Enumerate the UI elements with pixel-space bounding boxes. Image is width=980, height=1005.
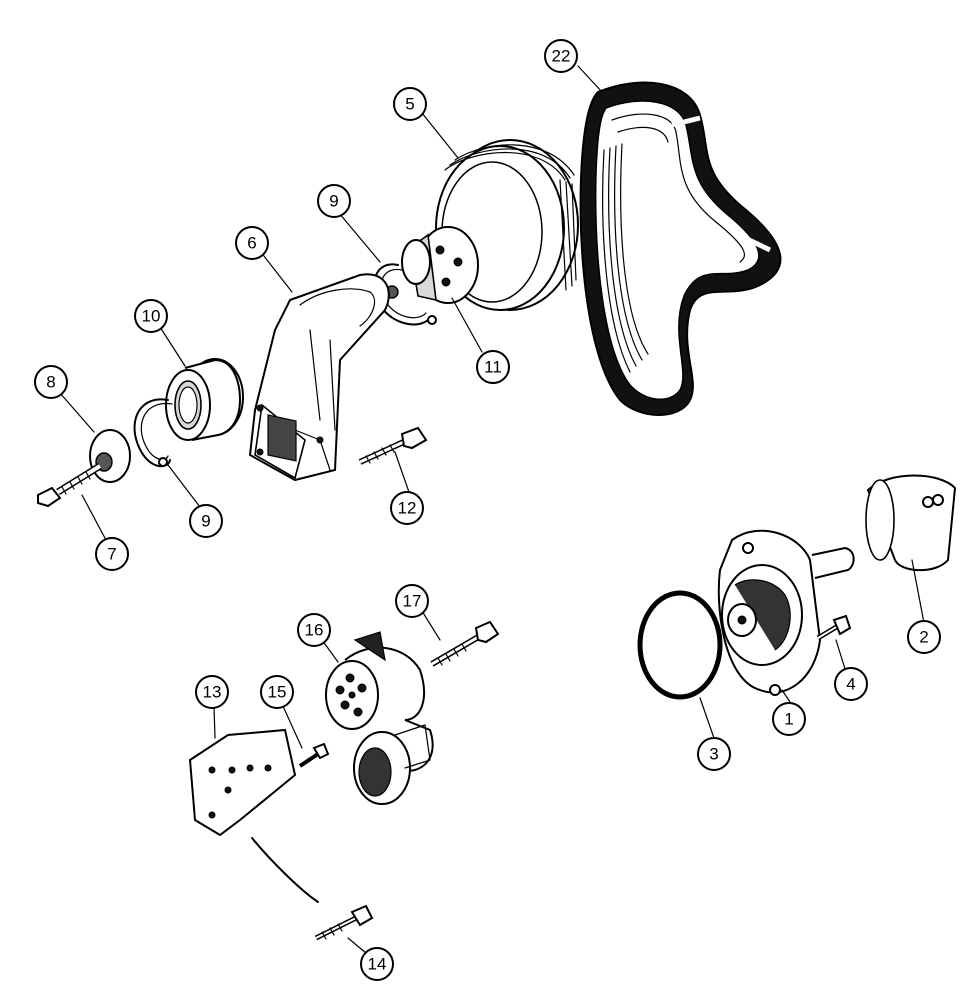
svg-text:10: 10 — [142, 307, 161, 326]
plate-bolt — [251, 837, 374, 941]
callout-22: 22 — [544, 39, 578, 73]
callout-9: 9 — [317, 184, 351, 218]
svg-text:22: 22 — [552, 47, 571, 66]
callout-5: 5 — [393, 87, 427, 121]
callout-13: 13 — [195, 675, 229, 709]
drive-belt — [579, 81, 782, 416]
callout-17: 17 — [395, 584, 429, 618]
callout-11: 11 — [476, 350, 510, 384]
callout-16: 16 — [297, 613, 331, 647]
callout-1: 1 — [772, 702, 806, 736]
svg-text:9: 9 — [329, 192, 338, 211]
svg-text:8: 8 — [46, 373, 55, 392]
belt-tensioner — [325, 631, 434, 805]
callouts: 22 5 9 6 10 11 8 12 9 7 2 17 16 4 13 15 … — [34, 39, 941, 981]
svg-text:4: 4 — [846, 675, 855, 694]
callout-8: 8 — [34, 365, 68, 399]
callout-14: 14 — [360, 947, 394, 981]
svg-text:6: 6 — [247, 234, 256, 253]
svg-text:16: 16 — [305, 621, 324, 640]
callout-15: 15 — [260, 675, 294, 709]
callout-2: 2 — [907, 620, 941, 654]
callout-6: 6 — [235, 226, 269, 260]
svg-text:3: 3 — [709, 745, 718, 764]
snap-ring-lower — [133, 398, 173, 468]
sleeve — [865, 474, 957, 572]
svg-text:7: 7 — [107, 545, 116, 564]
callout-7: 7 — [95, 537, 129, 571]
o-ring — [637, 590, 723, 700]
svg-text:9: 9 — [201, 512, 210, 531]
svg-text:12: 12 — [398, 499, 417, 518]
washer — [89, 429, 131, 483]
svg-text:11: 11 — [484, 358, 502, 377]
svg-text:2: 2 — [919, 628, 928, 647]
callout-4: 4 — [834, 667, 868, 701]
svg-text:14: 14 — [368, 955, 387, 974]
callout-12: 12 — [390, 491, 424, 525]
bearing — [165, 358, 244, 441]
svg-text:15: 15 — [268, 683, 287, 702]
pump-screw — [816, 614, 852, 641]
callout-9: 9 — [189, 504, 223, 538]
svg-text:17: 17 — [403, 592, 422, 611]
svg-text:13: 13 — [203, 683, 222, 702]
callout-10: 10 — [134, 299, 168, 333]
svg-text:5: 5 — [405, 95, 414, 114]
callout-3: 3 — [697, 737, 731, 771]
water-pump — [717, 529, 855, 696]
pulley-hub — [401, 226, 479, 304]
mounting-plate — [188, 728, 297, 837]
idler-bracket — [248, 273, 390, 482]
bracket-bolt — [358, 426, 428, 465]
svg-text:1: 1 — [784, 710, 793, 729]
plate-screw — [298, 742, 330, 768]
long-bolt — [37, 463, 102, 508]
tensioner-bolt — [430, 620, 500, 667]
